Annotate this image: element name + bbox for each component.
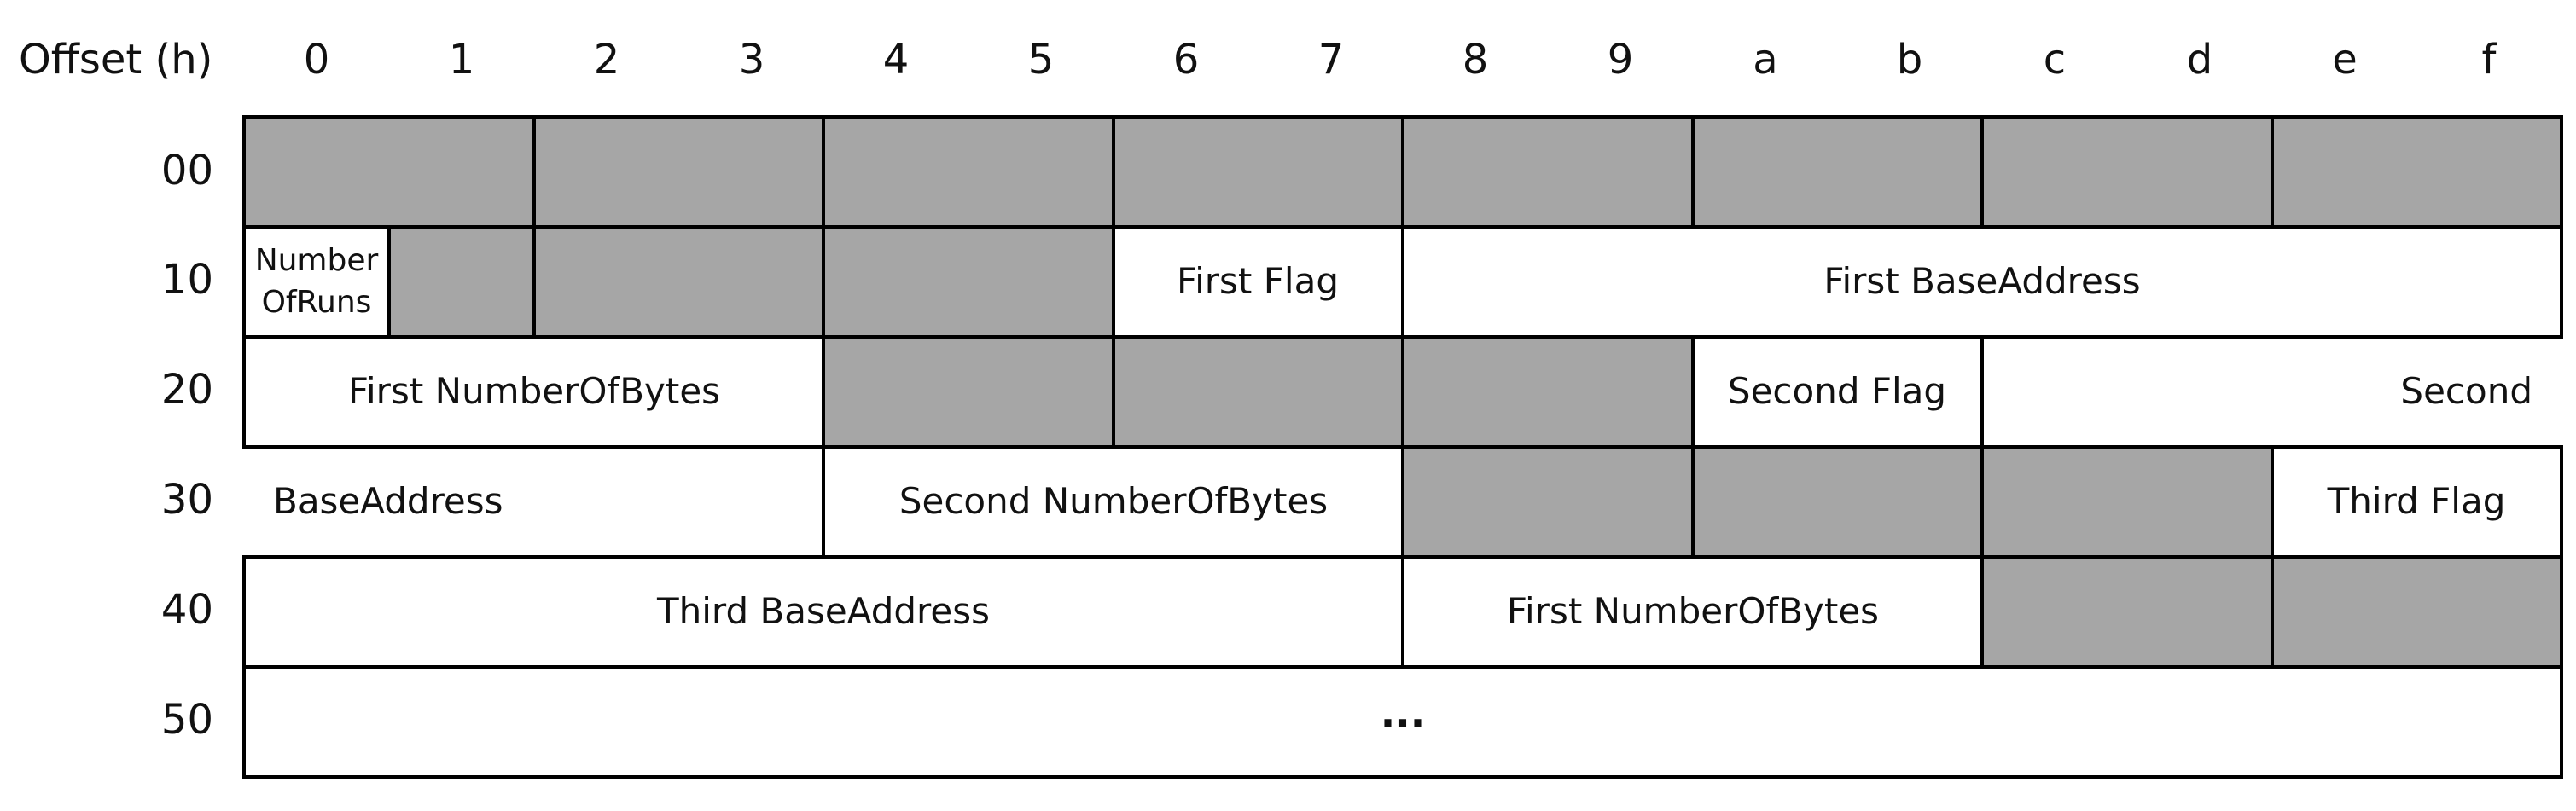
reserved-cell — [822, 225, 1115, 339]
third-base-address-label: Third BaseAddress — [656, 590, 990, 632]
column-header-7: 7 — [1318, 36, 1345, 84]
number-of-runs-label-line1: Number — [255, 243, 379, 278]
continuation-cell — [242, 665, 2563, 779]
reserved-cell — [1980, 445, 2274, 559]
row-label-50: 50 — [161, 696, 213, 744]
first-base-address-cell — [1401, 225, 2563, 339]
second-base-address-start-cell — [1982, 337, 2561, 447]
reserved-cell — [1980, 115, 2274, 229]
reserved-cell — [2271, 115, 2563, 229]
reserved-cell — [1112, 335, 1404, 449]
column-header-1: 1 — [449, 36, 475, 84]
reserved-cell — [1691, 445, 1984, 559]
reserved-cell — [1691, 115, 1984, 229]
column-header-6: 6 — [1173, 36, 1200, 84]
row-labels: 00 10 20 30 40 50 — [161, 147, 213, 744]
second-number-of-bytes-cell — [822, 445, 1404, 559]
first-flag-cell — [1112, 225, 1404, 339]
second-flag-label: Second Flag — [1728, 370, 1946, 412]
column-header-a: a — [1753, 36, 1777, 84]
reserved-cell — [2271, 555, 2563, 669]
reserved-cell — [822, 115, 1115, 229]
third-flag-label: Third Flag — [2327, 480, 2506, 522]
row-label-20: 20 — [161, 366, 213, 414]
column-header-b: b — [1897, 36, 1922, 84]
column-header-5: 5 — [1028, 36, 1055, 84]
row-label-40: 40 — [161, 586, 213, 634]
column-header-e: e — [2332, 36, 2358, 84]
reserved-cell — [1401, 115, 1695, 229]
reserved-cell — [822, 335, 1115, 449]
second-base-address-start-label: Second — [2400, 370, 2532, 412]
first-number-of-bytes-label: First NumberOfBytes — [348, 370, 720, 412]
column-header-2: 2 — [594, 36, 620, 84]
continuation-ellipsis: ... — [1381, 690, 1425, 736]
reserved-cell — [387, 225, 536, 339]
layout-grid — [242, 115, 2563, 779]
reserved-cell — [1980, 555, 2274, 669]
column-header-f: f — [2482, 36, 2497, 84]
reserved-cell — [532, 115, 825, 229]
third-flag-cell — [2271, 445, 2563, 559]
column-header: Offset (h) 0 1 2 3 4 5 6 7 8 9 a b c d e… — [19, 36, 2497, 84]
second-base-address-end-label: BaseAddress — [273, 480, 503, 522]
reserved-cell — [1112, 115, 1404, 229]
column-header-8: 8 — [1462, 36, 1489, 84]
third-number-of-bytes-label: First NumberOfBytes — [1507, 590, 1879, 632]
column-header-9: 9 — [1608, 36, 1634, 84]
row-label-30: 30 — [161, 476, 213, 524]
number-of-runs-cell — [242, 225, 391, 339]
column-header-3: 3 — [739, 36, 765, 84]
offset-header-label: Offset (h) — [19, 36, 212, 84]
first-flag-label: First Flag — [1177, 260, 1339, 302]
third-base-address-cell — [242, 555, 1404, 669]
column-header-0: 0 — [304, 36, 330, 84]
second-number-of-bytes-label: Second NumberOfBytes — [899, 480, 1328, 522]
reserved-cell — [532, 225, 825, 339]
first-base-address-label: First BaseAddress — [1823, 260, 2140, 302]
reserved-cell — [1401, 445, 1695, 559]
column-header-c: c — [2044, 36, 2066, 84]
reserved-cell — [242, 115, 536, 229]
second-base-address-end-cell — [244, 447, 823, 557]
number-of-runs-label-line2: OfRuns — [262, 285, 372, 320]
column-header-d: d — [2187, 36, 2213, 84]
cell-labels: Number OfRuns First Flag First BaseAddre… — [255, 243, 2532, 736]
reserved-cell — [1401, 335, 1695, 449]
row-label-10: 10 — [161, 256, 213, 304]
row-label-00: 00 — [161, 147, 213, 194]
column-header-4: 4 — [883, 36, 910, 84]
